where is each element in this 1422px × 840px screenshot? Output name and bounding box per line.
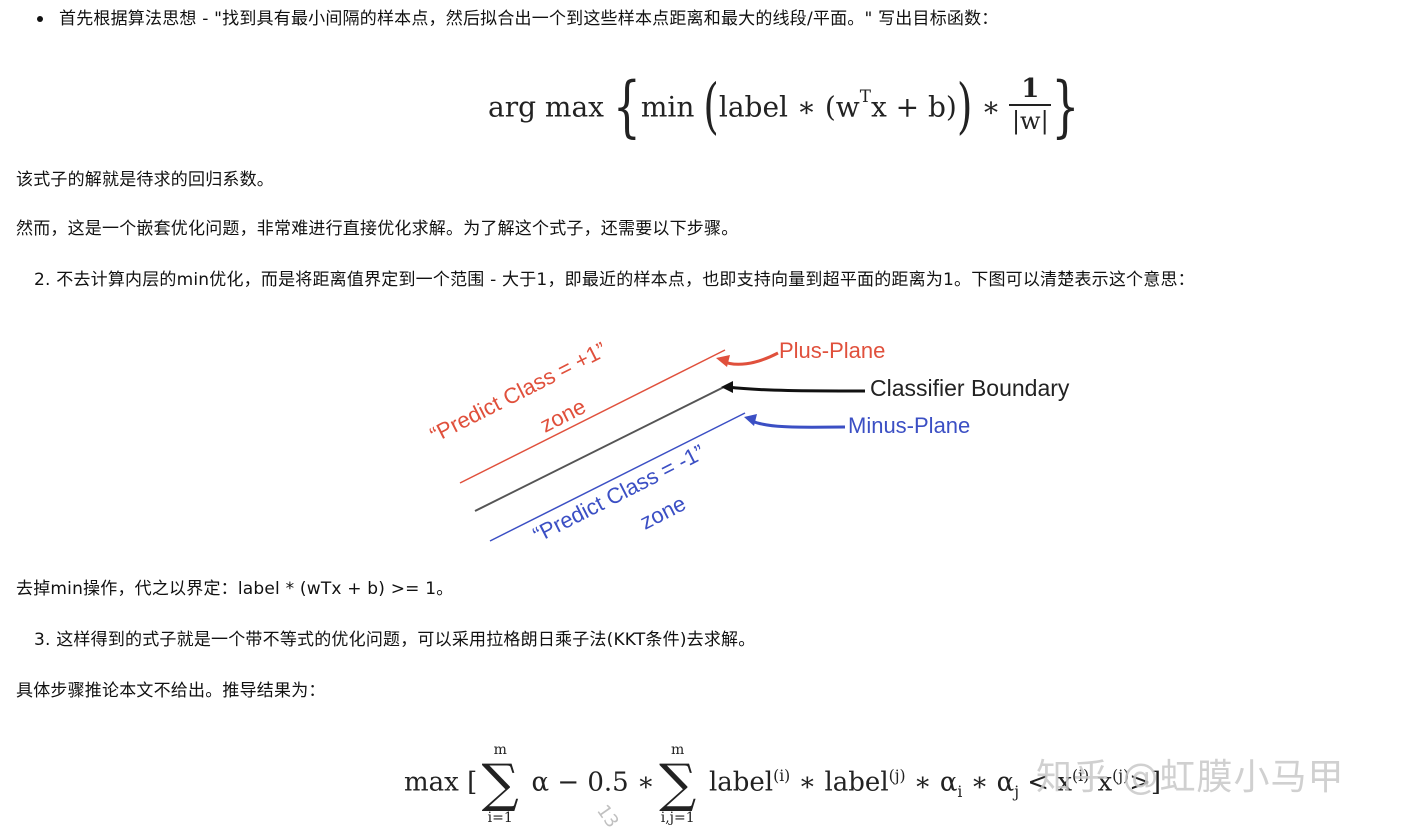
formula-star-2: ∗ <box>981 90 1001 124</box>
minus-zone-label: “Predict Class = -1” <box>529 439 709 547</box>
minus-plane-line <box>489 412 746 542</box>
paragraph-derivation: 具体步骤推论本文不给出。推导结果为： <box>16 681 326 701</box>
paragraph-solution: 该式子的解就是待求的回归系数。 <box>16 170 274 190</box>
formula-min: min <box>640 90 695 124</box>
classifier-boundary-label: Classifier Boundary <box>870 375 1070 401</box>
sum-2-lower: i,j=1 <box>660 809 695 826</box>
boundary-arrow <box>727 385 866 393</box>
dual-x-j: x <box>1097 767 1113 798</box>
dual-alpha-i: ∗ α <box>913 767 958 798</box>
formula-rest: x + b) <box>870 90 957 124</box>
paragraph-nested-problem: 然而，这是一个嵌套优化问题，非常难进行直接优化求解。为了解这个式子，还需要以下步… <box>16 219 739 239</box>
formula-label: label <box>718 90 789 124</box>
dual-label-i-sup: (i) <box>773 767 791 785</box>
dual-label-j-sup: (j) <box>888 767 906 785</box>
fraction-denominator: |w| <box>1011 106 1049 135</box>
minus-plane-label: Minus-Plane <box>848 413 970 438</box>
bullet-paragraph-objective: 首先根据算法思想 - "找到具有最小间隔的样本点，然后拟合出一个到这些样本点距离… <box>59 9 999 29</box>
minus-plane-arrowhead <box>744 414 757 426</box>
plus-zone-label: “Predict Class = +1” <box>426 337 611 448</box>
svm-margin-diagram: “Predict Class = +1” zone “Predict Class… <box>426 337 1070 548</box>
formula-objective: arg max {min (label ∗ (wTx + b)) ∗ 1 |w|… <box>488 69 1080 146</box>
bullet-marker <box>37 16 43 22</box>
minus-zone-label-2: zone <box>636 491 690 535</box>
formula-fraction: 1 |w| <box>1009 73 1052 136</box>
dual-alpha-i-sub: i <box>957 782 963 801</box>
sum-symbol-2: m ∑ i,j=1 <box>655 742 701 826</box>
dual-alpha: α − 0.5 ∗ <box>531 767 655 798</box>
dual-alpha-j: ∗ α <box>970 767 1015 798</box>
dual-x-i: < x <box>1027 767 1073 798</box>
dual-close: >] <box>1129 767 1162 798</box>
sum-symbol-1: m ∑ i=1 <box>477 742 523 826</box>
dual-x-j-sup: (j) <box>1112 767 1130 785</box>
formula-argmax: arg max <box>488 90 604 124</box>
zhihu-watermark: 知乎 @虹膜小马甲 <box>1036 757 1345 798</box>
sum-1-upper: m <box>493 741 507 758</box>
paragraph-remove-min: 去掉min操作，代之以界定：label * (wTx + b) >= 1。 <box>16 579 454 599</box>
dual-max: max [ <box>404 767 478 798</box>
formula-w: (w <box>824 90 860 124</box>
dual-alpha-j-sub: j <box>1014 782 1020 801</box>
plus-plane-line <box>459 349 726 484</box>
list-item-3: 3. 这样得到的式子就是一个带不等式的优化问题，可以采用拉格朗日乘子法(KKT条… <box>34 630 756 650</box>
sum-1-lower: i=1 <box>487 809 513 826</box>
dual-label-i: label <box>708 767 774 798</box>
fraction-numerator: 1 <box>1021 73 1040 104</box>
dual-x-i-sup: (i) <box>1072 767 1090 785</box>
list-item-2: 2. 不去计算内层的min优化，而是将距离值界定到一个范围 - 大于1，即最近的… <box>34 270 1195 290</box>
dual-star: ∗ <box>798 767 817 798</box>
plus-plane-arrow <box>721 351 779 366</box>
plus-plane-arrowhead <box>716 355 730 367</box>
plus-plane-label: Plus-Plane <box>779 338 885 363</box>
formula-dual: max [ m ∑ i=1 α − 0.5 ∗ m ∑ i,j=1 label(… <box>404 728 1161 828</box>
classifier-boundary-line <box>474 382 733 512</box>
formula-transpose: T <box>859 86 871 106</box>
boundary-arrowhead <box>721 381 733 393</box>
dual-label-j: label <box>824 767 889 798</box>
minus-plane-arrow <box>751 419 846 429</box>
formula-star: ∗ <box>796 90 816 124</box>
sum-2-upper: m <box>671 741 685 758</box>
